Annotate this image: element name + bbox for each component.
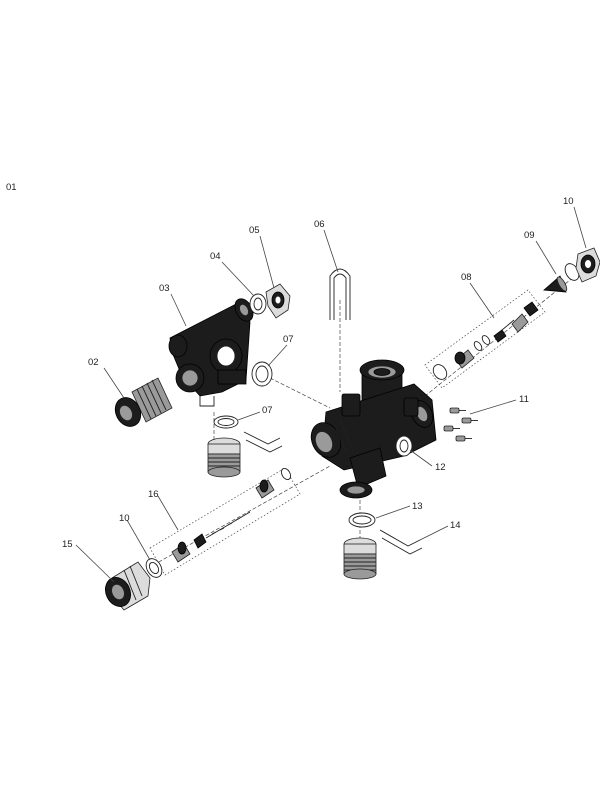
central-valve-body (310, 359, 437, 499)
part-05-nut (265, 283, 291, 319)
callout-leaders (75, 206, 587, 583)
part-10-washer-lower (145, 558, 163, 578)
callout-09: 09 (524, 230, 535, 241)
callout-08: 08 (461, 272, 472, 283)
callout-05: 05 (249, 225, 260, 236)
callout-07-upper: 07 (283, 334, 294, 345)
part-02-connector (114, 377, 173, 427)
callout-14: 14 (450, 520, 461, 531)
part-07-seal-lower (213, 415, 239, 429)
page-label: 01 (6, 182, 17, 193)
cartridge-08-box (424, 289, 546, 389)
part-12-ring (395, 435, 413, 457)
axis-seal-07 (269, 377, 331, 409)
part-16-cartridge (171, 467, 292, 563)
part-11-screws (443, 407, 478, 442)
lower-left-fitting (207, 437, 241, 478)
lower-center-fitting (343, 537, 377, 580)
callout-02: 02 (88, 357, 99, 368)
part-13-seal (348, 512, 376, 528)
callout-10-lower: 10 (119, 513, 130, 524)
callout-15: 15 (62, 539, 73, 550)
callout-07-lower: 07 (262, 405, 273, 416)
callout-10-upper: 10 (563, 196, 574, 207)
part-07-seal-upper (251, 361, 273, 387)
part-06-u-clip (329, 268, 351, 320)
part-14-clip (379, 529, 423, 555)
callout-06: 06 (314, 219, 325, 230)
callout-13: 13 (412, 501, 423, 512)
part-09-cone (543, 275, 568, 293)
axis-lower-left (147, 465, 331, 569)
part-08-cartridge (432, 301, 539, 380)
callout-16: 16 (148, 489, 159, 500)
callout-11: 11 (519, 394, 529, 405)
callout-03: 03 (159, 283, 170, 294)
callout-12: 12 (435, 462, 446, 473)
callout-04: 04 (210, 251, 221, 262)
part-15-nut (105, 561, 151, 611)
lower-left-clip (243, 431, 283, 453)
part-10-nut-upper (564, 247, 600, 283)
cartridge-16-box (149, 467, 301, 576)
part-03-tee-body (168, 298, 254, 407)
part-04-washer (249, 293, 267, 315)
